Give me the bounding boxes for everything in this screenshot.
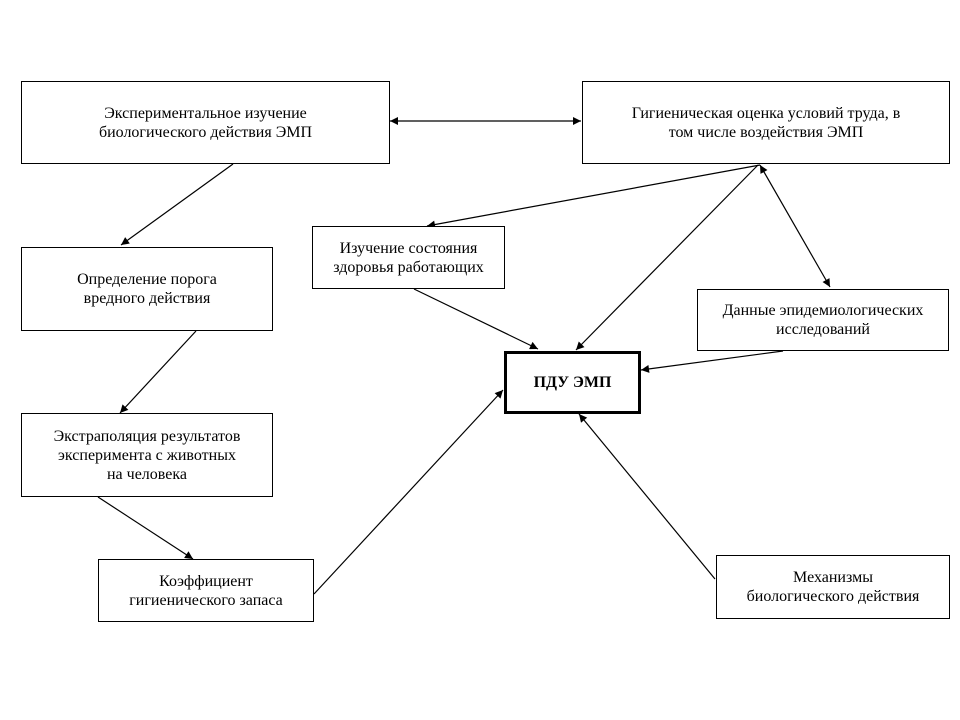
arrow-threshold-extrapolation xyxy=(119,330,197,414)
node-pdu-label: ПДУ ЭМП xyxy=(533,374,612,391)
node-hygiene-eval-label: Гигиеническая оценка условий труда, в то… xyxy=(631,104,901,141)
node-extrapolation: Экстраполяция результатов эксперимента с… xyxy=(21,413,273,497)
node-exp-study: Экспериментальное изучение биологическог… xyxy=(21,81,390,164)
arrow-health-study-pdu xyxy=(413,288,539,350)
node-mechanisms-label: Механизмы биологического действия xyxy=(746,569,920,605)
arrow-extrapolation-coefficient xyxy=(97,496,194,560)
node-mechanisms: Механизмы биологического действия xyxy=(716,555,950,619)
node-coefficient-label: Коэффициент гигиенического запаса xyxy=(129,572,283,609)
node-threshold: Определение порога вредного действия xyxy=(21,247,273,331)
arrow-exp-study-threshold xyxy=(120,163,234,246)
node-health-study: Изучение состояния здоровья работающих xyxy=(312,226,505,289)
node-extrapolation-label: Экстраполяция результатов эксперимента с… xyxy=(53,427,241,483)
arrow-epid-data-pdu xyxy=(640,350,784,373)
arrow-hygiene-eval-health-study xyxy=(426,164,761,229)
node-epid-data: Данные эпидемиологических исследований xyxy=(697,289,949,351)
node-exp-study-label: Экспериментальное изучение биологическог… xyxy=(98,104,313,141)
arrow-hygiene-eval-epid-data xyxy=(759,164,831,288)
arrow-coefficient-pdu xyxy=(313,389,504,595)
node-coefficient: Коэффициент гигиенического запаса xyxy=(98,559,314,622)
node-health-study-label: Изучение состояния здоровья работающих xyxy=(333,239,484,276)
arrow-hygiene-eval-pdu xyxy=(575,164,759,351)
node-pdu: ПДУ ЭМП xyxy=(504,351,641,414)
node-hygiene-eval: Гигиеническая оценка условий труда, в то… xyxy=(582,81,950,164)
node-threshold-label: Определение порога вредного действия xyxy=(77,271,217,307)
arrow-mechanisms-pdu xyxy=(578,413,716,580)
node-epid-data-label: Данные эпидемиологических исследований xyxy=(722,302,924,338)
